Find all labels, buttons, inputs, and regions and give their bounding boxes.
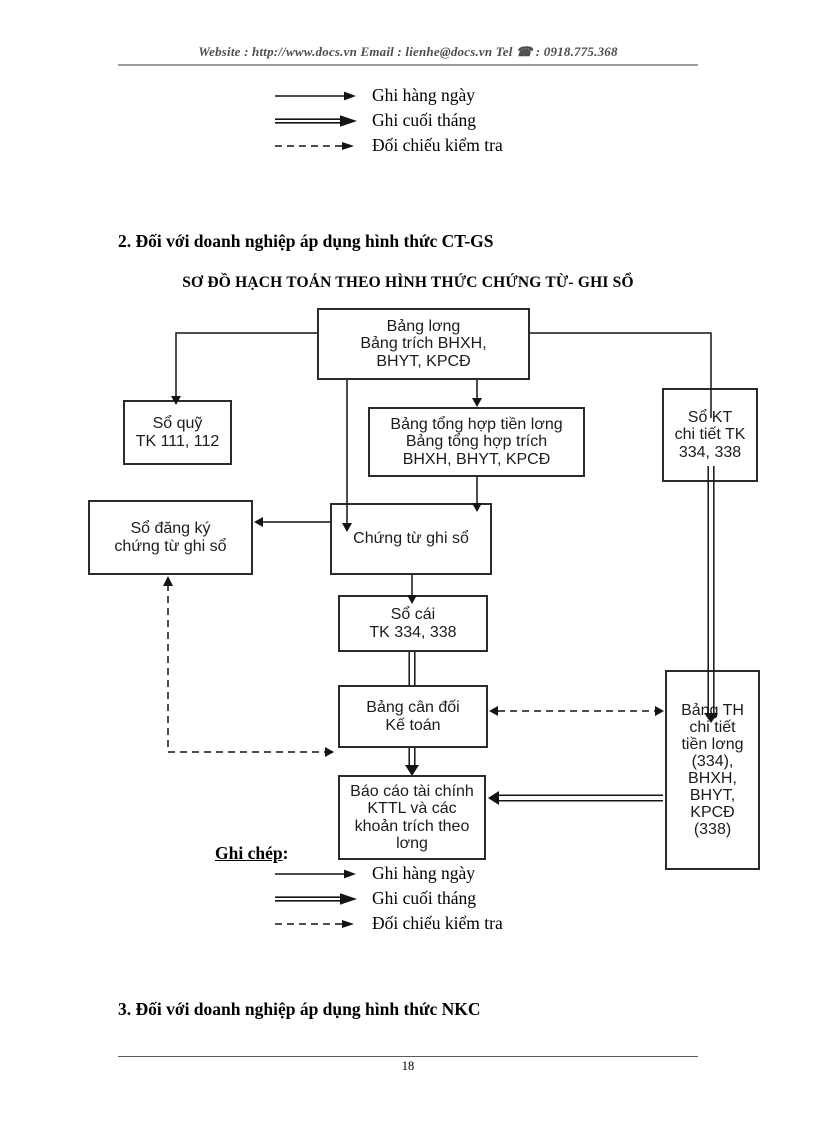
- double-arrow-icon: [275, 892, 357, 905]
- box-chung-tu-label: Chứng từ ghi sổ: [353, 530, 469, 548]
- legend-row-daily: Ghi hàng ngày: [274, 861, 503, 886]
- box-chung-tu: Chứng từ ghi sổ: [330, 503, 492, 575]
- legend-label-monthly: Ghi cuối tháng: [372, 110, 477, 130]
- legend-label-daily: Ghi hàng ngày: [372, 85, 476, 105]
- box-bang-tong-hop: Bảng tổng hợp tiền lơng Bảng tổng hợp tr…: [368, 407, 585, 477]
- legend-label-check: Đối chiếu kiểm tra: [372, 135, 503, 155]
- dashed-arrow-icon: [275, 141, 354, 150]
- legend-bottom: Ghi hàng ngày Ghi cuối tháng Đối chiếu k…: [274, 861, 503, 936]
- box-so-kt-label: Sổ KT chi tiết TK 334, 338: [674, 409, 746, 461]
- legend-row-check: Đối chiếu kiểm tra: [274, 911, 503, 936]
- box-so-kt: Sổ KT chi tiết TK 334, 338: [662, 388, 758, 482]
- legend-top: Ghi hàng ngày Ghi cuối tháng Đối chiếu k…: [274, 83, 503, 158]
- double-arrow-icon: [275, 114, 357, 127]
- box-so-quy-label: Sổ quỹ TK 111, 112: [135, 415, 220, 450]
- box-bang-th: Bảng TH chi tiết tiền lơng (334), BHXH, …: [665, 670, 760, 870]
- box-bang-can-doi-label: Bảng cân đối Kế toán: [366, 699, 460, 734]
- legend-row-check: Đối chiếu kiểm tra: [274, 133, 503, 158]
- box-bang-can-doi: Bảng cân đối Kế toán: [338, 685, 488, 748]
- box-bang-luong: Bảng lơng Bảng trích BHXH, BHYT, KPCĐ: [317, 308, 530, 380]
- header-contact-text: Website : http://www.docs.vn Email : lie…: [198, 44, 618, 59]
- diagram-title: SƠ ĐỒ HẠCH TOÁN THEO HÌNH THỨC CHỨNG TỪ-…: [182, 274, 634, 291]
- section-2-heading: 2. Đối với doanh nghiệp áp dụng hình thứ…: [118, 231, 494, 251]
- box-so-dang-ky: Sổ đăng ký chứng từ ghi sổ: [88, 500, 253, 575]
- footer-divider: [118, 1056, 698, 1057]
- legend-label-daily: Ghi hàng ngày: [372, 863, 476, 883]
- box-so-dang-ky-label: Sổ đăng ký chứng từ ghi sổ: [114, 520, 227, 555]
- legend-label-check: Đối chiếu kiểm tra: [372, 913, 503, 933]
- connector-sodangky-bangcandoi-dashed: [167, 584, 326, 753]
- page-number: 18: [401, 1059, 415, 1073]
- legend-row-monthly: Ghi cuối tháng: [274, 108, 503, 133]
- ghi-chep-colon: :: [282, 843, 289, 863]
- ghi-chep-label: Ghi chép:: [215, 843, 288, 864]
- ghi-chep-title: Ghi chép: [215, 843, 283, 863]
- header-divider: [118, 64, 698, 66]
- legend-label-monthly: Ghi cuối tháng: [372, 888, 477, 908]
- legend-row-monthly: Ghi cuối tháng: [274, 886, 503, 911]
- box-bang-tong-hop-label: Bảng tổng hợp tiền lơng Bảng tổng hợp tr…: [390, 416, 563, 468]
- box-bang-th-label: Bảng TH chi tiết tiền lơng (334), BHXH, …: [681, 701, 744, 839]
- connector-bangluong-soquy: [175, 332, 317, 397]
- page-header: Website : http://www.docs.vn Email : lie…: [0, 44, 816, 60]
- box-bang-luong-label: Bảng lơng Bảng trích BHXH, BHYT, KPCĐ: [360, 318, 487, 370]
- section-3-heading: 3. Đối với doanh nghiệp áp dụng hình thứ…: [118, 999, 481, 1019]
- dashed-arrow-icon: [275, 919, 354, 928]
- box-so-cai: Sổ cái TK 334, 338: [338, 595, 488, 652]
- box-bao-cao: Báo cáo tài chính KTTL và các khoản tríc…: [338, 775, 486, 860]
- solid-arrow-icon: [275, 91, 356, 100]
- box-bao-cao-label: Báo cáo tài chính KTTL và các khoản tríc…: [350, 783, 474, 852]
- box-so-quy: Sổ quỹ TK 111, 112: [123, 400, 232, 465]
- solid-arrow-icon: [275, 869, 356, 878]
- legend-row-daily: Ghi hàng ngày: [274, 83, 503, 108]
- box-so-cai-label: Sổ cái TK 334, 338: [369, 606, 457, 641]
